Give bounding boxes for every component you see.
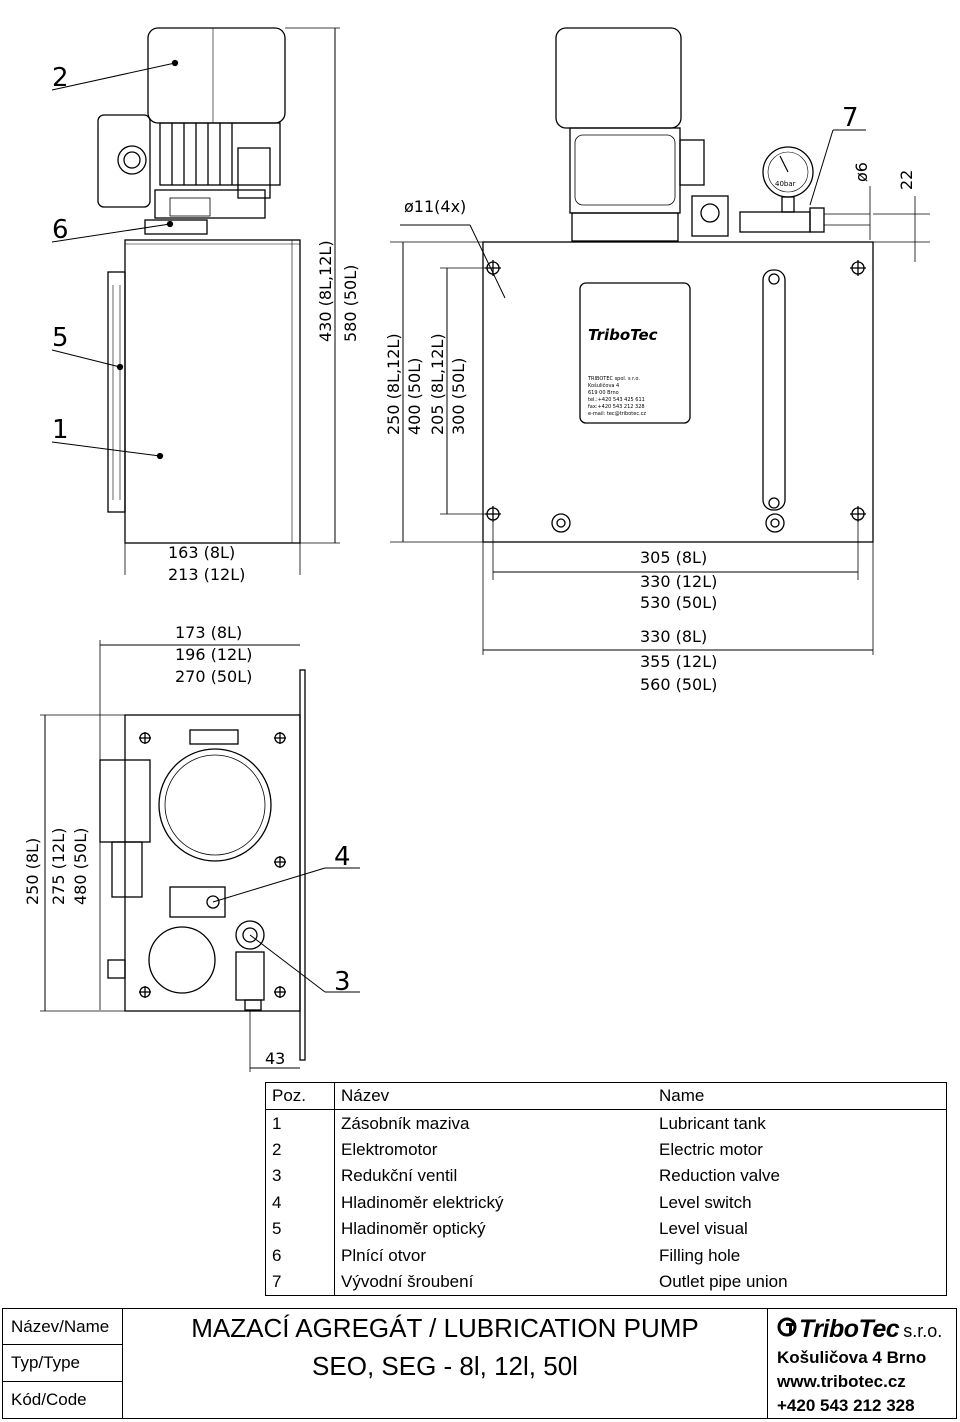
company-web: www.tribotec.cz [777, 1372, 906, 1391]
nameplate-brand: TriboTec [588, 326, 658, 344]
dim-height-300: 300 (50L) [449, 358, 468, 435]
dim-height-580: 580 (50L) [341, 265, 360, 342]
header-en: Name [653, 1081, 947, 1111]
table-row: 2 Elektromotor Electric motor [265, 1136, 947, 1164]
row-cz: Hladinoměr optický [334, 1215, 653, 1243]
dim-width-305: 305 (8L) [640, 548, 707, 567]
side-view [51, 27, 340, 1010]
row-pos: 4 [265, 1189, 335, 1216]
tribotec-logo-icon [777, 1317, 797, 1337]
dim-outlet-43: 43 [265, 1049, 285, 1068]
nameplate-line: 619 00 Brno [588, 390, 619, 396]
dim-height-250: 250 (8L,12L) [384, 333, 403, 435]
dim-hole: ø11(4x) [404, 197, 466, 216]
row-pos: 6 [265, 1242, 335, 1269]
nameplate-line: TRIBOTEC spol. s r.o. [587, 376, 640, 382]
title-block: Název/Name Typ/Type Kód/Code MAZACÍ AGRE… [2, 1308, 957, 1419]
top-view [40, 669, 360, 1072]
dim-width-330: 330 (12L) [640, 572, 717, 591]
dim-bottom-275: 275 (12L) [49, 828, 68, 905]
company-logo: TriboTec s.r.o. [777, 1315, 955, 1344]
dim-side-270: 270 (50L) [175, 667, 252, 686]
dim-depth-163: 163 (8L) [168, 543, 235, 562]
label-type: Typ/Type [3, 1345, 123, 1382]
dim-pipe-6: ø6 [852, 162, 871, 182]
table-row: 6 Plnící otvor Filling hole [265, 1242, 947, 1269]
row-pos: 7 [265, 1268, 335, 1297]
front-view [390, 27, 930, 655]
company-address: Košuličova 4 Brno [777, 1348, 927, 1367]
row-cz: Plnící otvor [334, 1242, 653, 1269]
dim-height-205: 205 (8L,12L) [428, 333, 447, 435]
dim-height-430: 430 (8L,12L) [316, 240, 335, 342]
row-cz: Elektromotor [334, 1136, 653, 1164]
row-cz: Zásobník maziva [334, 1109, 653, 1137]
nameplate-line: e-mail: tec@tribotec.cz [588, 411, 646, 417]
row-en: Filling hole [653, 1242, 947, 1269]
technical-drawing: 2 6 5 1 7 4 3 ø11(4x) 430 (8L,12L) 580 (… [23, 27, 930, 1072]
nameplate-line: fax:+420 543 212 328 [588, 404, 645, 410]
table-row: 4 Hladinoměr elektrický Level switch [265, 1189, 947, 1216]
header-pos: Poz. [265, 1081, 335, 1111]
callout-6: 6 [52, 215, 69, 245]
dim-side-173: 173 (8L) [175, 623, 242, 642]
divider [767, 1309, 768, 1418]
dim-front-330: 330 (8L) [640, 627, 707, 646]
company-block: TriboTec s.r.o. Košuličova 4 Brno www.tr… [777, 1315, 955, 1416]
callout-1: 1 [52, 415, 69, 445]
callout-5: 5 [52, 323, 69, 353]
table-row: 7 Vývodní šroubení Outlet pipe union [265, 1268, 947, 1297]
dim-height-400: 400 (50L) [405, 358, 424, 435]
nameplate-line: Košuličova 4 [588, 382, 619, 389]
nameplate-line: tel.:+420 543 425 611 [588, 397, 645, 403]
row-en: Outlet pipe union [653, 1268, 947, 1297]
callout-2: 2 [52, 63, 69, 93]
dim-depth-213: 213 (12L) [168, 565, 245, 584]
dim-bottom-480: 480 (50L) [71, 828, 90, 905]
label-code: Kód/Code [3, 1381, 123, 1418]
row-en: Electric motor [653, 1136, 947, 1164]
dim-width-530: 530 (50L) [640, 593, 717, 612]
row-en: Lubricant tank [653, 1109, 947, 1137]
row-en: Reduction valve [653, 1163, 947, 1190]
row-pos: 5 [265, 1215, 335, 1243]
dim-pipe-22: 22 [897, 170, 916, 190]
row-cz: Hladinoměr elektrický [334, 1189, 653, 1216]
drawing-type: SEO, SEG - 8l, 12l, 50l [312, 1351, 578, 1381]
gauge-label: 40bar [775, 180, 796, 188]
table-row: 1 Zásobník maziva Lubricant tank [265, 1109, 947, 1137]
row-pos: 2 [265, 1136, 335, 1164]
company-suffix: s.r.o. [903, 1321, 943, 1341]
mounting-holes [485, 260, 866, 533]
dim-side-196: 196 (12L) [175, 645, 252, 664]
callout-7: 7 [842, 103, 859, 133]
label-name: Název/Name [3, 1309, 123, 1346]
table-row: 3 Redukční ventil Reduction valve [265, 1163, 947, 1190]
dim-front-355: 355 (12L) [640, 652, 717, 671]
callout-4: 4 [334, 842, 351, 872]
row-cz: Redukční ventil [334, 1163, 653, 1190]
row-cz: Vývodní šroubení [334, 1268, 653, 1297]
drawing-title: MAZACÍ AGREGÁT / LUBRICATION PUMP [191, 1313, 699, 1343]
table-row: 5 Hladinoměr optický Level visual [265, 1215, 947, 1243]
dim-front-560: 560 (50L) [640, 675, 717, 694]
header-cz: Název [334, 1081, 653, 1111]
row-pos: 3 [265, 1163, 335, 1190]
row-en: Level visual [653, 1215, 947, 1243]
parts-table: Poz. Název Name 1 Zásobník maziva Lubric… [265, 1081, 947, 1297]
row-pos: 1 [265, 1109, 335, 1137]
dim-bottom-250: 250 (8L) [23, 838, 42, 905]
callout-3: 3 [334, 967, 351, 997]
row-en: Level switch [653, 1189, 947, 1216]
parts-header-row: Poz. Název Name [265, 1081, 947, 1111]
company-logo-word: TriboTec [799, 1315, 900, 1343]
company-phone: +420 543 212 328 [777, 1396, 915, 1415]
